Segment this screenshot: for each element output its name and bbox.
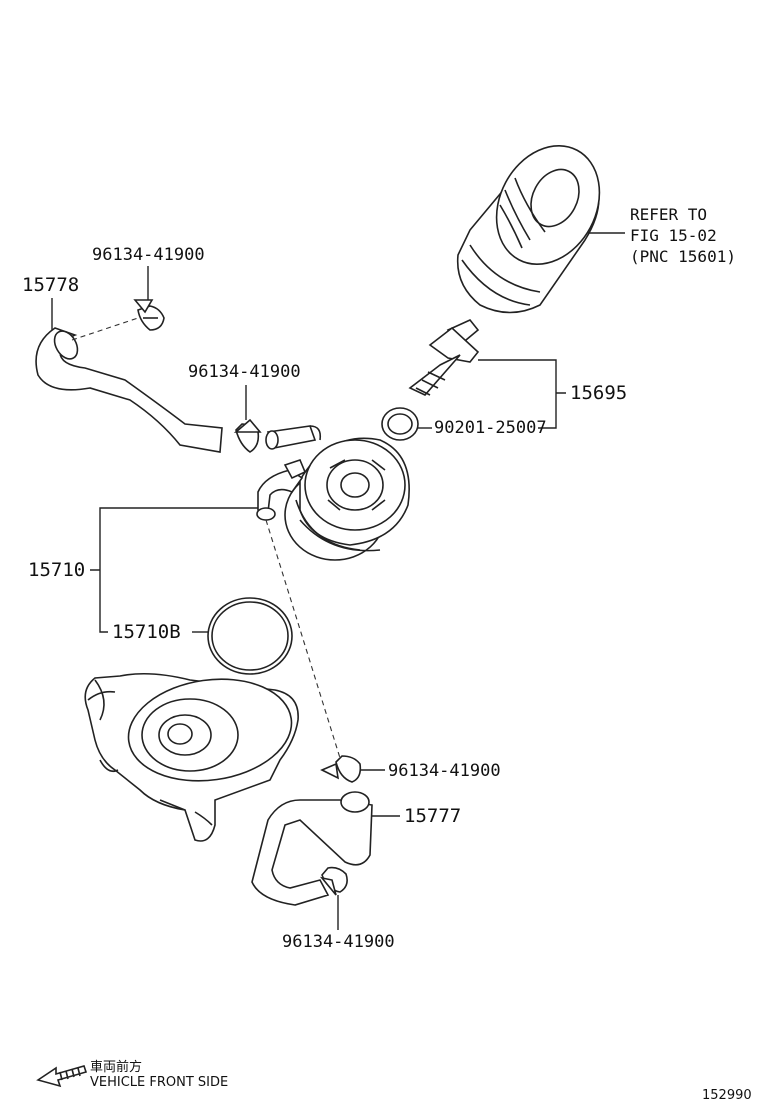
label-clamp-upper-left: 96134-41900 bbox=[92, 245, 205, 265]
direction-en: VEHICLE FRONT SIDE bbox=[90, 1075, 229, 1090]
refer-note: REFER TO FIG 15-02 (PNC 15601) bbox=[630, 204, 736, 267]
bolt-gasket-bracket bbox=[478, 359, 566, 429]
refer-line-3: (PNC 15601) bbox=[630, 247, 736, 266]
cooler-bracket bbox=[90, 507, 258, 633]
clamp-lower-right[interactable] bbox=[320, 755, 362, 783]
illustration-number: 152990 bbox=[702, 1088, 752, 1103]
cooler-pipe[interactable] bbox=[265, 425, 322, 450]
hose-clamp-dashed-line bbox=[71, 317, 139, 341]
cooler-to-clamp-dashed-line bbox=[265, 519, 341, 759]
o-ring[interactable] bbox=[207, 597, 293, 675]
gasket[interactable] bbox=[381, 407, 419, 441]
label-clamp-mid: 96134-41900 bbox=[188, 362, 301, 382]
direction-jp: 車両前方 bbox=[90, 1060, 143, 1075]
label-clamp-bottom: 96134-41900 bbox=[282, 932, 395, 952]
engine-housing[interactable] bbox=[84, 669, 299, 842]
union-bolt[interactable] bbox=[408, 319, 480, 396]
label-gasket: 90201-25007 bbox=[434, 418, 547, 438]
vehicle-front-arrow-icon bbox=[36, 1065, 88, 1088]
refer-line-2: FIG 15-02 bbox=[630, 226, 717, 245]
oil-cooler[interactable] bbox=[256, 437, 410, 561]
label-oil-cooler: 15710 bbox=[28, 559, 86, 581]
clamp-upper-left[interactable] bbox=[133, 299, 165, 331]
clamp-bottom[interactable] bbox=[319, 866, 348, 896]
label-hose-upper: 15778 bbox=[22, 274, 80, 296]
clamp-mid[interactable] bbox=[233, 418, 262, 453]
label-oring: 15710B bbox=[112, 621, 181, 643]
label-clamp-lower-right: 96134-41900 bbox=[388, 761, 501, 781]
label-union-bolt: 15695 bbox=[570, 382, 628, 404]
oil-filter[interactable] bbox=[456, 128, 620, 314]
lower-hose[interactable] bbox=[251, 791, 373, 906]
upper-hose[interactable] bbox=[35, 327, 223, 453]
refer-line-1: REFER TO bbox=[630, 205, 708, 224]
label-hose-lower: 15777 bbox=[404, 805, 462, 827]
